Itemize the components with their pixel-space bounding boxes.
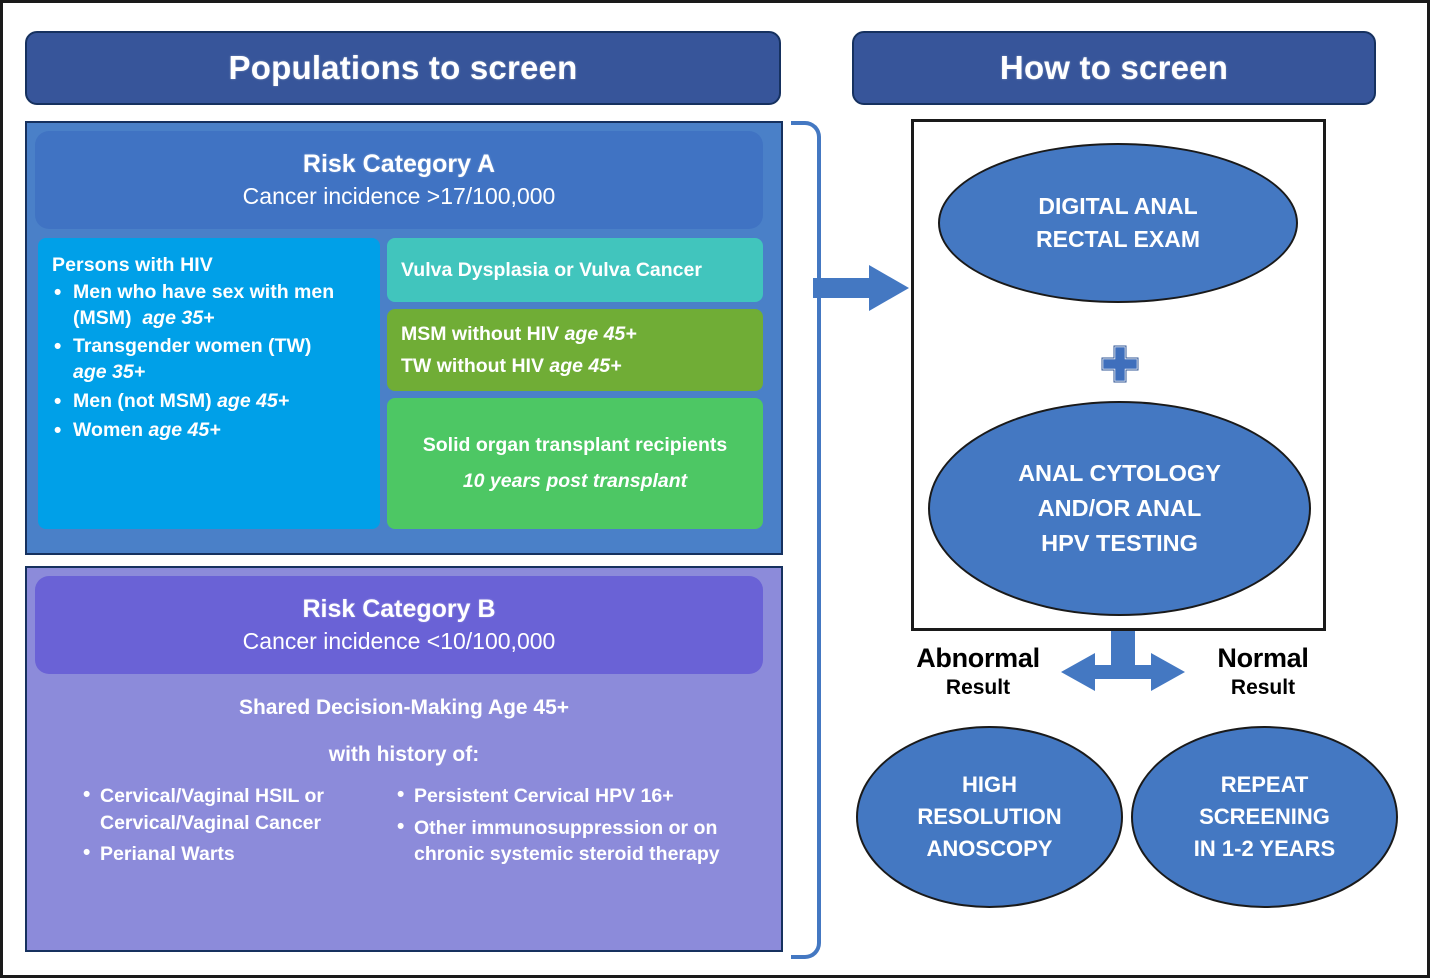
high-resolution-anoscopy-node: HIGH RESOLUTION ANOSCOPY (856, 726, 1123, 908)
normal-result-big-text: Normal (1217, 643, 1309, 673)
tw-without-hiv-text: TW without HIV (401, 355, 550, 378)
hiv-item-3-text: Women (73, 418, 144, 441)
normal-result-small-text: Result (1230, 676, 1296, 699)
list-item: Perianal Warts (83, 839, 387, 868)
risk-category-a-subtitle: Cancer incidence >17/100,000 (242, 183, 556, 209)
hiv-item-1-age: age 35+ (73, 361, 146, 384)
persons-with-hiv-box: Persons with HIV Men who have sex with m… (38, 238, 380, 529)
cytology-line-3: HPV TESTING (1041, 529, 1198, 556)
list-item: Persistent Cervical HPV 16+ (397, 781, 767, 810)
dare-line-2: RECTAL EXAM (1036, 226, 1200, 252)
hiv-item-1-text: Transgender women (TW) (73, 335, 312, 358)
msm-without-hiv-age: age 45+ (564, 323, 637, 345)
hiv-item-2-age: age 45+ (217, 389, 290, 412)
abnormal-result-small-text: Result (945, 676, 1011, 699)
persons-with-hiv-list: Men who have sex with men (MSM) age 35+ … (52, 279, 368, 444)
list-item: Cervical/Vaginal HSIL or Cervical/Vagina… (83, 781, 387, 836)
digital-anal-rectal-exam-node: DIGITAL ANAL RECTAL EXAM (938, 143, 1298, 303)
anal-cytology-hpv-testing-node: ANAL CYTOLOGY AND/OR ANAL HPV TESTING (928, 401, 1311, 616)
transplant-line-1: Solid organ transplant recipients (422, 434, 728, 456)
shared-decision-making-block: Shared Decision-Making Age 45+ with hist… (27, 696, 781, 767)
flow-arrow-right-icon (813, 265, 909, 311)
risk-category-b-title: Risk Category B (302, 595, 496, 623)
cytology-line-1: ANAL CYTOLOGY (1018, 460, 1221, 487)
risk-category-a-header: Risk Category A Cancer incidence >17/100… (35, 131, 763, 229)
hiv-item-3-age: age 45+ (148, 418, 221, 441)
history-left-list: Cervical/Vaginal HSIL or Cervical/Vagina… (83, 781, 387, 868)
shared-decision-line-2: with history of: (328, 743, 480, 766)
abnormal-result-label: Abnormal Result (888, 643, 1068, 700)
risk-category-a-title: Risk Category A (302, 150, 496, 178)
hra-line-3: ANOSCOPY (926, 835, 1053, 861)
msm-without-hiv-text: MSM without HIV (401, 323, 565, 345)
dare-line-1: DIGITAL ANAL (1038, 192, 1198, 219)
risk-category-a-container: Risk Category A Cancer incidence >17/100… (25, 121, 783, 555)
history-right-column: Persistent Cervical HPV 16+ Other immuno… (387, 781, 767, 873)
hiv-item-2-text: Men (not MSM) (73, 389, 212, 412)
list-item: Transgender women (TW) age 35+ (52, 333, 368, 385)
populations-to-screen-header: Populations to screen (25, 31, 781, 105)
list-item: Men (not MSM) age 45+ (52, 388, 368, 415)
repeat-line-2: SCREENING (1199, 804, 1330, 830)
repeat-line-3: IN 1-2 YEARS (1193, 835, 1336, 861)
history-left-column: Cervical/Vaginal HSIL or Cervical/Vagina… (27, 781, 387, 873)
how-to-screen-header: How to screen (852, 31, 1376, 105)
hiv-item-0-age: age 35+ (142, 306, 215, 329)
repeat-line-1: REPEAT (1220, 772, 1309, 798)
vulva-dysplasia-text: Vulva Dysplasia or Vulva Cancer (401, 258, 702, 281)
result-split-arrows-icon (1061, 631, 1185, 691)
list-item: Men who have sex with men (MSM) age 35+ (52, 279, 368, 331)
hiv-item-0-text: Men who have sex with men (MSM) (73, 281, 335, 329)
cytology-line-2: AND/OR ANAL (1037, 495, 1202, 522)
hra-line-2: RESOLUTION (917, 804, 1062, 830)
hra-line-1: HIGH (962, 772, 1017, 798)
risk-category-b-subtitle: Cancer incidence <10/100,000 (242, 628, 556, 654)
how-to-screen-title-text: How to screen (999, 49, 1229, 86)
populations-title-text: Populations to screen (228, 49, 578, 86)
persons-with-hiv-title: Persons with HIV (52, 254, 213, 276)
list-item: Other immunosuppression or on chronic sy… (397, 813, 767, 868)
plus-icon (1100, 344, 1140, 384)
msm-without-hiv-line: MSM without HIV age 45+ (401, 318, 763, 350)
populations-grouping-bracket (791, 121, 821, 959)
transplant-line-2: 10 years post transplant (462, 470, 688, 492)
tw-without-hiv-age: age 45+ (549, 355, 622, 378)
shared-decision-line-1: Shared Decision-Making Age 45+ (238, 696, 570, 719)
msm-tw-without-hiv-box: MSM without HIV age 45+ TW without HIV a… (387, 309, 763, 391)
solid-organ-transplant-box: Solid organ transplant recipients 10 yea… (387, 398, 763, 529)
history-right-list: Persistent Cervical HPV 16+ Other immuno… (397, 781, 767, 868)
risk-category-b-header: Risk Category B Cancer incidence <10/100… (35, 576, 763, 674)
abnormal-result-big-text: Abnormal (916, 643, 1040, 673)
risk-category-b-container: Risk Category B Cancer incidence <10/100… (25, 566, 783, 952)
list-item: Women age 45+ (52, 417, 368, 444)
vulva-dysplasia-box: Vulva Dysplasia or Vulva Cancer (387, 238, 763, 302)
risk-category-b-history-columns: Cervical/Vaginal HSIL or Cervical/Vagina… (27, 781, 781, 873)
repeat-screening-node: REPEAT SCREENING IN 1-2 YEARS (1131, 726, 1398, 908)
normal-result-label: Normal Result (1173, 643, 1353, 700)
tw-without-hiv-line: TW without HIV age 45+ (401, 350, 763, 382)
